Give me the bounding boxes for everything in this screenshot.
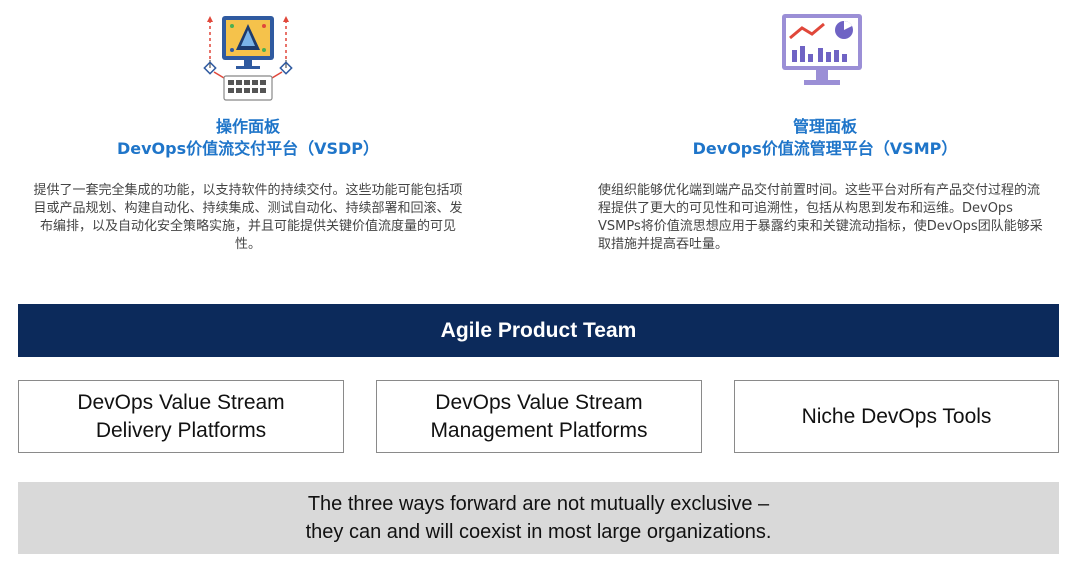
footer-text: The three ways forward are not mutually … bbox=[305, 493, 772, 543]
vsdp-title-full: DevOps价值流交付平台（VSDP） bbox=[116, 139, 380, 158]
vsmp-title-full: DevOps价值流管理平台（VSMP） bbox=[692, 139, 958, 158]
footer-note: The three ways forward are not mutually … bbox=[18, 482, 1059, 554]
monitor-workflow-icon bbox=[200, 12, 296, 104]
dashboard-chart-icon bbox=[778, 12, 866, 92]
vsmp-description: 使组织能够优化端到端产品交付前置时间。这些平台对所有产品交付过程的流程提供了更大… bbox=[598, 183, 1043, 252]
agile-product-team-banner: Agile Product Team bbox=[18, 304, 1059, 357]
vsdp-box: DevOps Value Stream Delivery Platforms bbox=[18, 380, 344, 453]
vsmp-title-cn: 管理面板 bbox=[792, 117, 857, 136]
vsmp-box: DevOps Value Stream Management Platforms bbox=[376, 380, 702, 453]
vsmp-box-label: DevOps Value Stream Management Platforms bbox=[430, 390, 648, 442]
vsdp-description: 提供了一套完全集成的功能，以支持软件的持续交付。这些功能可能包括项目或产品规划、… bbox=[33, 183, 463, 252]
niche-tools-box-label: Niche DevOps Tools bbox=[801, 404, 992, 428]
niche-tools-box: Niche DevOps Tools bbox=[734, 380, 1059, 453]
vsdp-title-cn: 操作面板 bbox=[215, 117, 280, 136]
banner-label: Agile Product Team bbox=[440, 318, 637, 342]
vsdp-box-label: DevOps Value Stream Delivery Platforms bbox=[77, 390, 285, 442]
